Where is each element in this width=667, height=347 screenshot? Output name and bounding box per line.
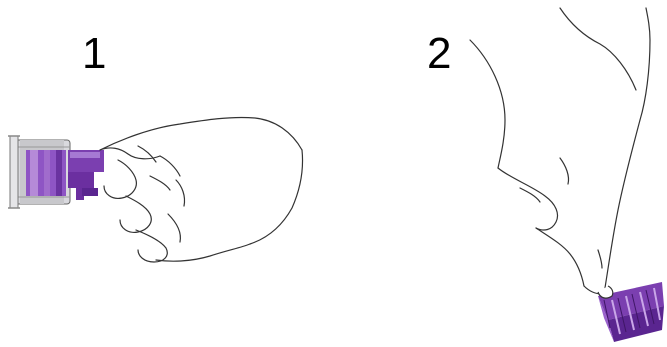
finger-pressing-device-icon xyxy=(469,7,664,342)
hand-gripping-device-icon xyxy=(8,116,304,263)
device-tab xyxy=(68,150,104,200)
hand-outline xyxy=(99,116,304,263)
step-1-number: 1 xyxy=(82,29,107,78)
pointing-hand-outline xyxy=(469,7,651,295)
step-2-number: 2 xyxy=(427,29,452,78)
fingertip xyxy=(597,285,614,299)
device-purple xyxy=(598,282,664,342)
device-body xyxy=(8,135,71,209)
